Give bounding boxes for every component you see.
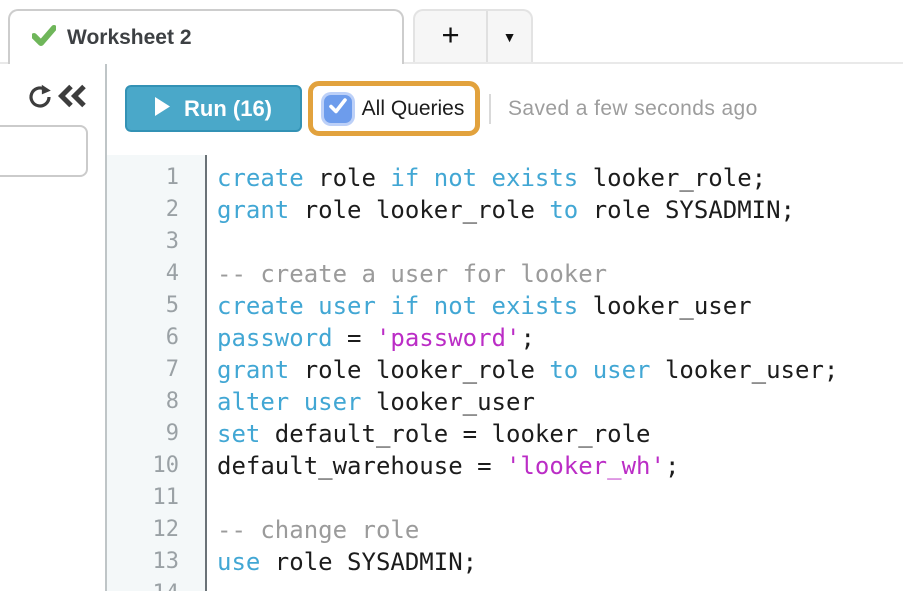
line-number: 12 — [152, 517, 180, 542]
code-line[interactable] — [217, 578, 903, 591]
line-number: 1 — [165, 165, 179, 190]
refresh-icon — [26, 84, 54, 114]
checkmark-icon — [328, 97, 348, 120]
status-divider — [489, 94, 491, 124]
line-number: 2 — [165, 197, 179, 222]
run-button[interactable]: Run (16) — [125, 85, 302, 132]
play-icon — [155, 96, 171, 121]
tabbar-divider — [0, 62, 903, 64]
all-queries-annotation-highlight: All Queries — [308, 81, 480, 136]
sql-editor: 1234567891011121314 create role if not e… — [107, 155, 903, 591]
line-number: 7 — [165, 357, 179, 382]
check-icon — [31, 24, 57, 52]
code-line[interactable]: grant role looker_role to role SYSADMIN; — [217, 196, 795, 224]
double-chevron-left-icon — [57, 84, 88, 112]
worksheet-list-button[interactable]: ▼ — [486, 11, 531, 62]
all-queries-checkbox[interactable] — [323, 94, 352, 123]
all-queries-label: All Queries — [361, 96, 465, 120]
line-number: 4 — [165, 261, 179, 286]
code-line[interactable]: default_warehouse = 'looker_wh'; — [217, 452, 680, 480]
line-number: 10 — [152, 453, 180, 478]
code-line[interactable]: alter user looker_user — [217, 388, 535, 416]
code-line[interactable]: -- change role — [217, 516, 420, 544]
line-number: 6 — [165, 325, 179, 350]
code-line[interactable] — [217, 226, 903, 258]
new-worksheet-button[interactable]: + — [415, 11, 486, 62]
code-line[interactable]: -- create a user for looker — [217, 260, 608, 288]
object-filter-box[interactable] — [0, 125, 88, 177]
line-number-gutter: 1234567891011121314 — [107, 155, 207, 591]
line-number: 13 — [152, 549, 180, 574]
panel-divider — [105, 64, 107, 591]
line-number: 11 — [152, 485, 180, 510]
code-line[interactable]: set default_role = looker_role — [217, 420, 651, 448]
caret-down-icon: ▼ — [502, 28, 517, 45]
tab-button-group: + ▼ — [413, 9, 533, 62]
code-line[interactable]: use role SYSADMIN; — [217, 548, 478, 576]
saved-status: Saved a few seconds ago — [508, 97, 758, 120]
line-number: 14 — [107, 578, 180, 591]
code-line[interactable]: password = 'password'; — [217, 324, 535, 352]
code-line[interactable] — [217, 482, 903, 514]
run-button-label: Run (16) — [184, 95, 272, 121]
line-number: 3 — [165, 229, 179, 254]
line-number: 5 — [165, 293, 179, 318]
line-number: 9 — [165, 421, 179, 446]
refresh-button[interactable] — [26, 82, 56, 110]
code-line[interactable]: create role if not exists looker_role; — [217, 164, 767, 192]
plus-icon: + — [441, 16, 460, 52]
code-area[interactable]: create role if not exists looker_role;gr… — [209, 155, 903, 591]
tab-title: Worksheet 2 — [67, 25, 192, 49]
code-line[interactable]: grant role looker_role to user looker_us… — [217, 356, 839, 384]
tab-worksheet-2[interactable]: Worksheet 2 — [8, 9, 404, 64]
line-number: 8 — [165, 389, 179, 414]
code-line[interactable]: create user if not exists looker_user — [217, 292, 752, 320]
collapse-panel-button[interactable] — [57, 84, 88, 112]
